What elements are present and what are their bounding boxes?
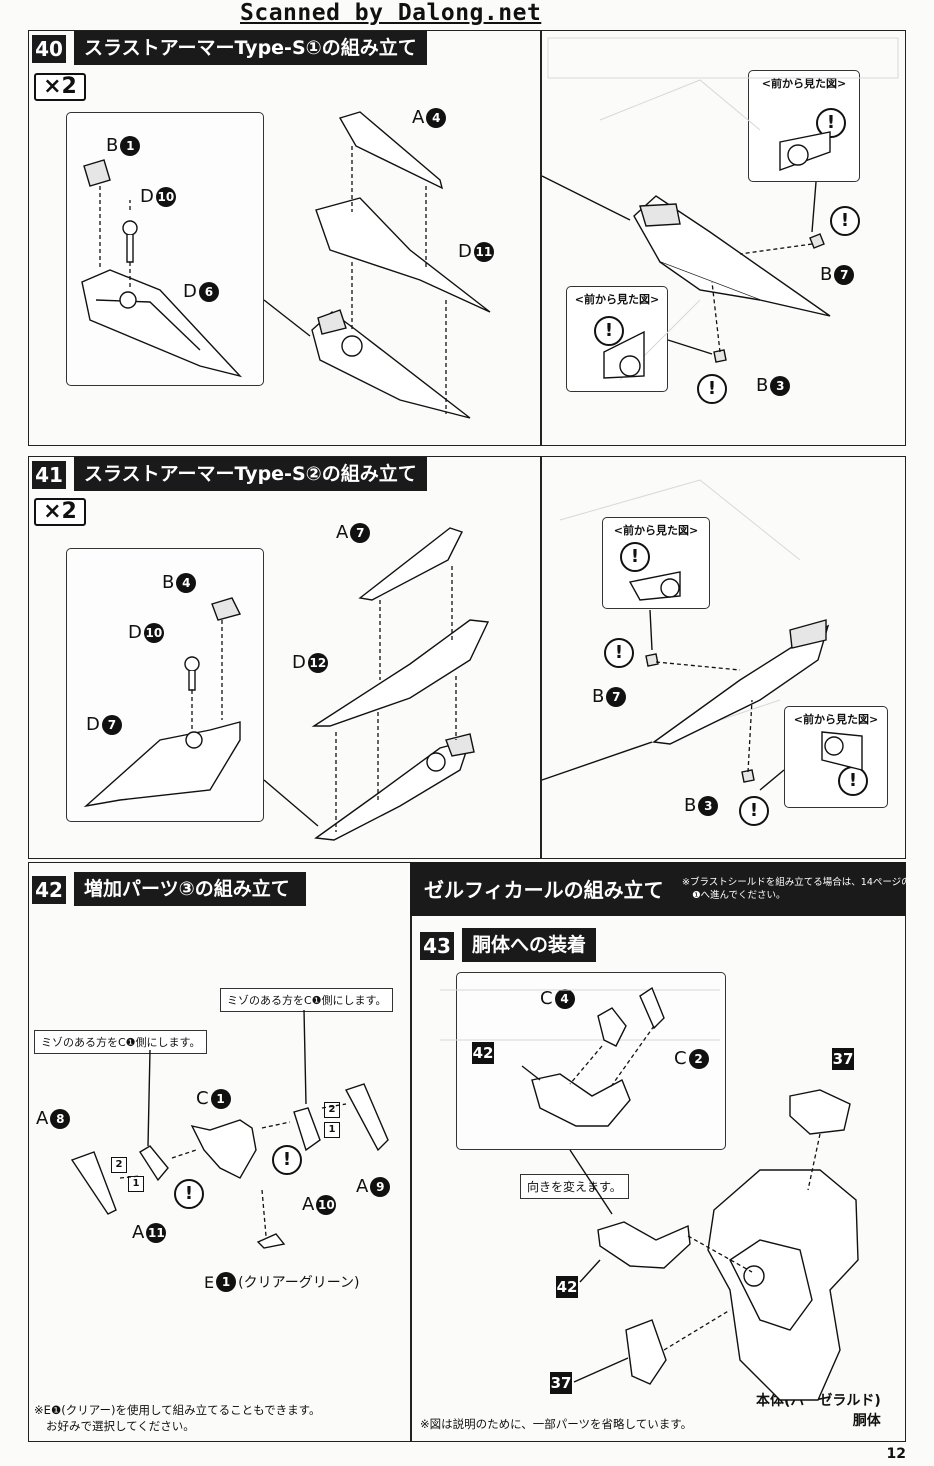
part-ref-42: 42	[472, 1042, 494, 1064]
caution-icon: !	[272, 1145, 302, 1175]
caution-icon: !	[739, 796, 769, 826]
step40-number: 40	[32, 35, 66, 63]
caution-icon: !	[594, 316, 624, 346]
step41-center-parts	[311, 527, 490, 841]
step42-footnote: ※E❶(クリアー)を使用して組み立てることもできます。 お好みで選択してください…	[34, 1402, 321, 1434]
caution-icon: !	[697, 374, 727, 404]
step40-center-parts	[311, 111, 491, 419]
callout-title: <前から見た図>	[793, 713, 879, 726]
callout-title: <前から見た図>	[613, 524, 699, 537]
callout-title: <前から見た図>	[761, 77, 847, 90]
step40-right-parts	[541, 131, 831, 379]
bottom-divider	[410, 862, 412, 1442]
step43-title: 胴体への装着	[462, 928, 596, 962]
part-ref-42: 42	[556, 1276, 578, 1298]
zelfikar-note-line: ※ブラストシールドを組み立てる場合は、14ページの	[682, 877, 911, 888]
step41-qty: ×2	[34, 498, 86, 526]
footnote-line: ※E❶(クリアー)を使用して組み立てることもできます。	[34, 1403, 321, 1417]
step43-number: 43	[420, 932, 454, 960]
caution-icon: !	[174, 1179, 204, 1209]
rotate-note: 向きを変えます。	[520, 1174, 629, 1199]
step42-number: 42	[32, 876, 66, 904]
zelfikar-note-line: ❶へ進んでください。	[692, 890, 786, 901]
part-ref-37: 37	[832, 1048, 854, 1070]
step41-leader	[263, 779, 319, 827]
step40-leader	[263, 299, 311, 337]
step41-subassembly-parts	[83, 597, 242, 808]
body-label-line: 胴体	[852, 1413, 881, 1429]
zelfikar-title: ゼルフィカールの組み立て	[424, 878, 664, 902]
order-tag: 1	[324, 1122, 340, 1138]
zelfikar-note: ※ブラストシールドを組み立てる場合は、14ページの ❶へ進んでください。	[682, 876, 911, 902]
step41-title: スラストアーマーType-S②の組み立て	[74, 457, 427, 491]
groove-note-left: ミゾのある方をC❶側にします。	[34, 1030, 208, 1054]
page-number: 12	[886, 1446, 906, 1462]
step41-divider	[540, 456, 542, 859]
part-ref-37: 37	[550, 1372, 572, 1394]
step40-divider	[540, 30, 542, 446]
caution-icon: !	[604, 638, 634, 668]
step40-subassembly-parts	[81, 159, 243, 378]
step40-panel	[28, 30, 906, 446]
step40-title: スラストアーマーType-S①の組み立て	[74, 31, 427, 65]
zelfikar-header-bar	[410, 862, 906, 916]
step42-parts	[70, 1009, 389, 1249]
caution-icon: !	[830, 206, 860, 236]
step43-parts	[521, 986, 859, 1401]
step41-number: 41	[32, 461, 66, 489]
step41-right-parts	[541, 571, 863, 791]
step42-title: 増加パーツ③の組み立て	[74, 872, 306, 906]
step43-footnote: ※図は説明のために、一部パーツを省略しています。	[420, 1417, 693, 1431]
callout-title: <前から見た図>	[574, 293, 660, 306]
ghost-bleed-through	[440, 37, 899, 1041]
footnote-line: お好みで選択してください。	[46, 1419, 195, 1433]
groove-note-right: ミゾのある方をC❶側にします。	[220, 988, 394, 1012]
order-tag: 2	[111, 1157, 127, 1173]
caution-icon: !	[816, 108, 846, 138]
step41-panel	[28, 456, 906, 859]
caution-icon: !	[620, 542, 650, 572]
watermark: Scanned by Dalong.net	[240, 0, 542, 26]
caution-icon: !	[838, 766, 868, 796]
step40-qty: ×2	[34, 73, 86, 101]
